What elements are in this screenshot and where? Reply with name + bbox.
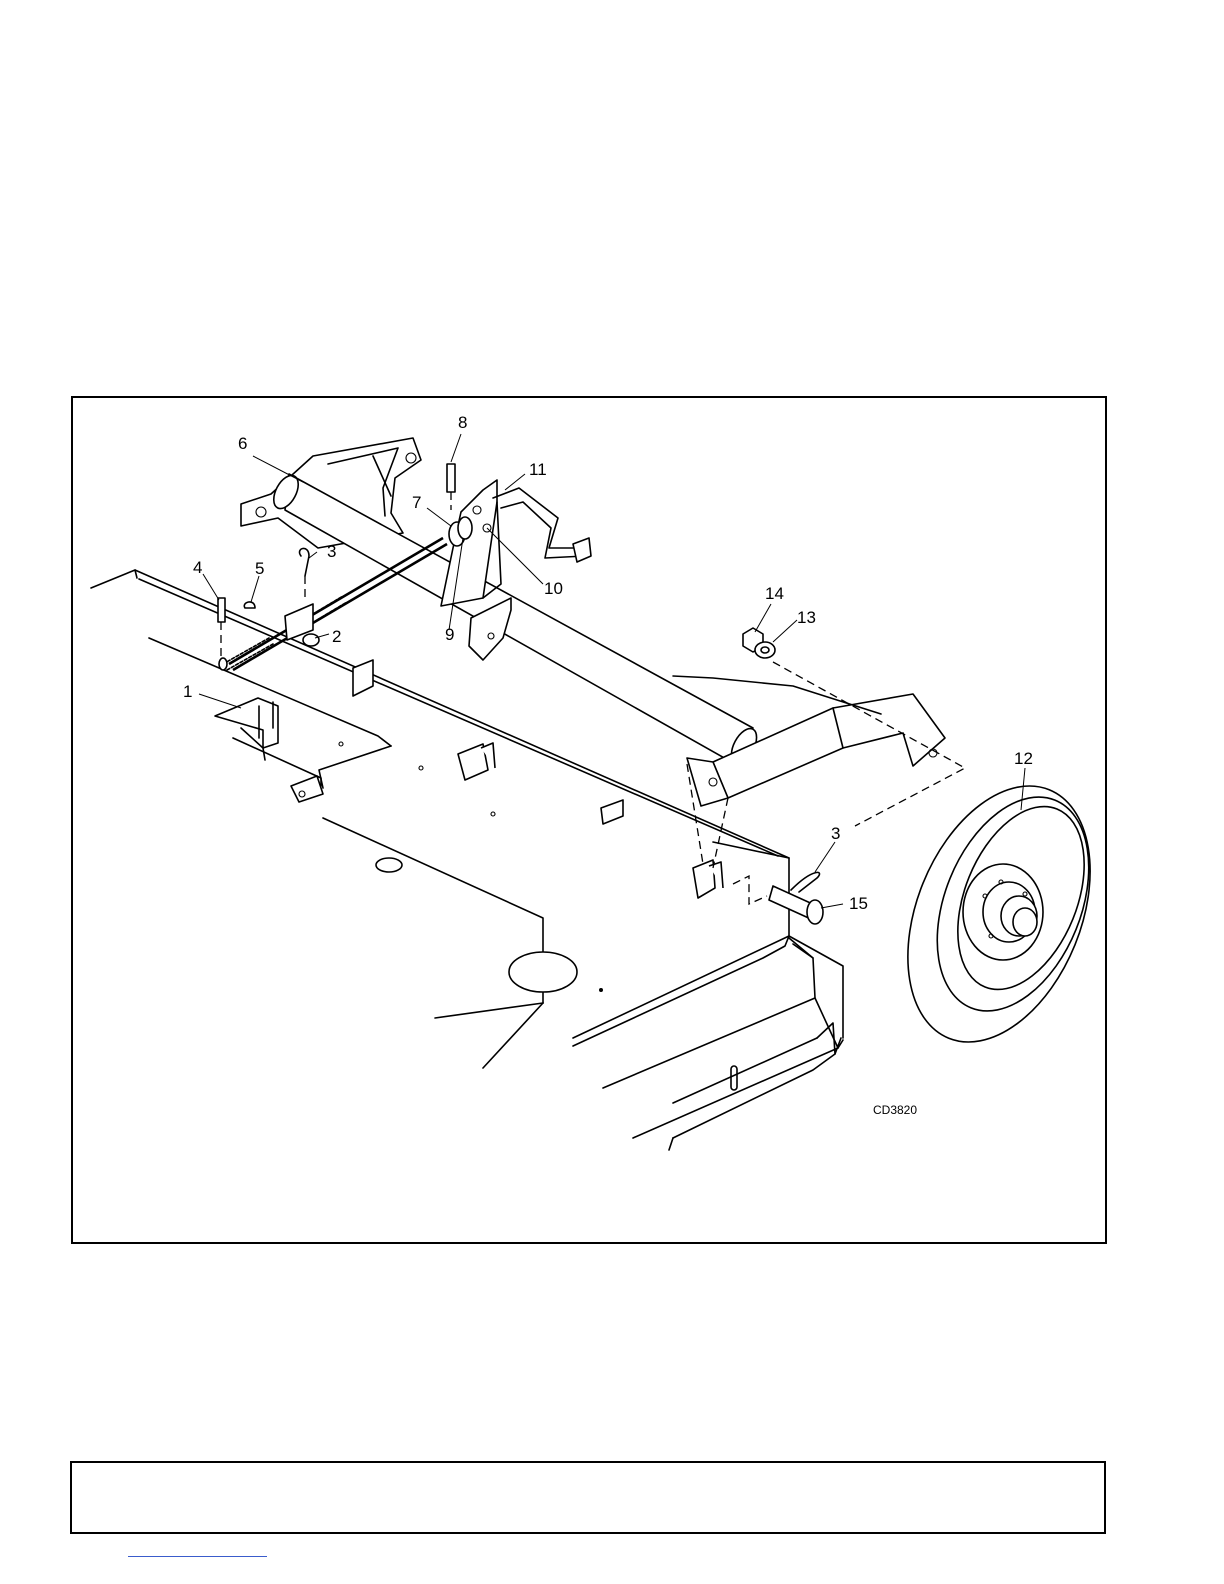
callout-15: 15 bbox=[849, 894, 868, 913]
callout-8: 8 bbox=[458, 413, 467, 432]
callout-12: 12 bbox=[1014, 749, 1033, 768]
callout-1: 1 bbox=[183, 682, 192, 701]
callout-9: 9 bbox=[445, 625, 454, 644]
axle-assembly bbox=[241, 438, 945, 806]
mower-deck bbox=[91, 570, 843, 1150]
callout-5: 5 bbox=[255, 559, 264, 578]
callout-11: 11 bbox=[529, 460, 547, 479]
callout-4: 4 bbox=[193, 558, 202, 577]
callout-13: 13 bbox=[797, 608, 816, 627]
callout-10: 10 bbox=[544, 579, 563, 598]
exploded-parts-diagram: 1 2 3 3 4 5 6 7 8 9 10 11 12 13 14 15 CD… bbox=[71, 396, 1107, 1244]
figure-code: CD3820 bbox=[873, 1103, 917, 1117]
diagram-drawing: 1 2 3 3 4 5 6 7 8 9 10 11 12 13 14 15 CD… bbox=[73, 398, 1105, 1242]
callout-3-top: 3 bbox=[327, 542, 336, 561]
callout-14: 14 bbox=[765, 584, 784, 603]
callout-2: 2 bbox=[332, 627, 341, 646]
gauge-wheel bbox=[873, 759, 1105, 1069]
callout-6: 6 bbox=[238, 434, 247, 453]
callout-3-right: 3 bbox=[831, 824, 840, 843]
footer-box bbox=[70, 1461, 1106, 1534]
callout-7: 7 bbox=[412, 493, 421, 512]
footer-link-underline[interactable] bbox=[128, 1556, 267, 1557]
